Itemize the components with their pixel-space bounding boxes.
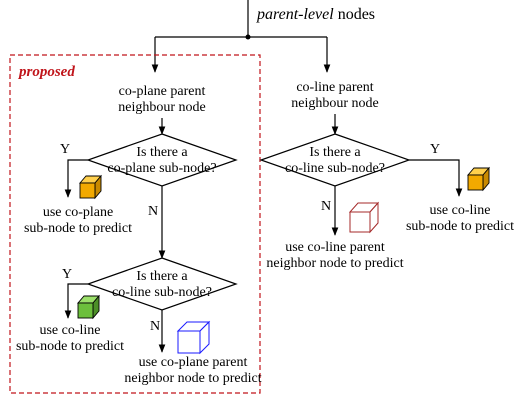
left-parent-node: co-plane parent neighbour node (92, 84, 232, 116)
right-decision1-text: Is there a co-line sub-node? (265, 145, 405, 177)
left-decision2-line2: co-line sub-node? (112, 285, 212, 300)
left-outcome3-line1: use co-plane parent (138, 355, 248, 370)
right-outcome-no-line2: neighbor node to predict (266, 256, 404, 271)
left-no1-label: N (148, 204, 159, 219)
right-outcome-yes: use co-line sub-node to predict (395, 203, 523, 235)
top-label: parent-level nodes (257, 6, 375, 24)
left-yes2-path (64, 283, 88, 319)
left-outcome2-line2: sub-node to predict (15, 339, 125, 354)
left-parent-node-line2: neighbour node (118, 100, 206, 115)
right-decision1-line2: co-line sub-node? (285, 161, 385, 176)
split-junction (245, 34, 251, 40)
right-outcome-no: use co-line parent neighbor node to pred… (260, 240, 410, 272)
right-outcome-yes-line1: use co-line (429, 203, 491, 218)
orange-cube-left-icon (79, 174, 102, 200)
proposed-region (9, 54, 261, 394)
left-yes1-path (64, 159, 88, 198)
right-parent-node-line1: co-line parent (296, 80, 374, 95)
left-yes2-label: Y (62, 267, 73, 282)
left-parent-node-line1: co-plane parent (118, 84, 206, 99)
right-yes-path (409, 159, 463, 197)
left-outcome1: use co-plane sub-node to predict (8, 205, 148, 237)
red-outline-cube-icon (348, 201, 380, 234)
proposed-label: proposed (19, 64, 75, 80)
left-decision1-line1: Is there a (136, 145, 188, 160)
orange-cube-right-icon (467, 166, 490, 192)
blue-outline-cube-icon (176, 320, 211, 355)
left-decision1-text: Is there a co-plane sub-node? (92, 145, 232, 177)
left-yes1-label: Y (60, 142, 71, 157)
top-label-rest: nodes (333, 6, 376, 23)
top-label-italic: parent-level (257, 6, 334, 23)
left-decision1-line2: co-plane sub-node? (107, 161, 217, 176)
right-parent-node-line2: neighbour node (291, 96, 379, 111)
right-outcome-yes-line2: sub-node to predict (405, 219, 515, 234)
green-cube-icon (77, 294, 100, 320)
right-no-label: N (321, 199, 332, 214)
left-outcome3-line2: neighbor node to predict (124, 371, 262, 386)
left-outcome2-line1: use co-line (39, 323, 101, 338)
right-yes-label: Y (430, 142, 441, 157)
left-outcome1-line1: use co-plane (42, 205, 114, 220)
left-outcome2: use co-line sub-node to predict (0, 323, 140, 355)
right-outcome-no-line1: use co-line parent (285, 240, 385, 255)
left-decision2-text: Is there a co-line sub-node? (92, 269, 232, 301)
left-outcome1-line2: sub-node to predict (23, 221, 133, 236)
left-outcome3: use co-plane parent neighbor node to pre… (118, 355, 268, 387)
right-decision1-line1: Is there a (309, 145, 361, 160)
left-decision2-line1: Is there a (136, 269, 188, 284)
left-no2-label: N (150, 319, 161, 334)
right-parent-node: co-line parent neighbour node (265, 80, 405, 112)
